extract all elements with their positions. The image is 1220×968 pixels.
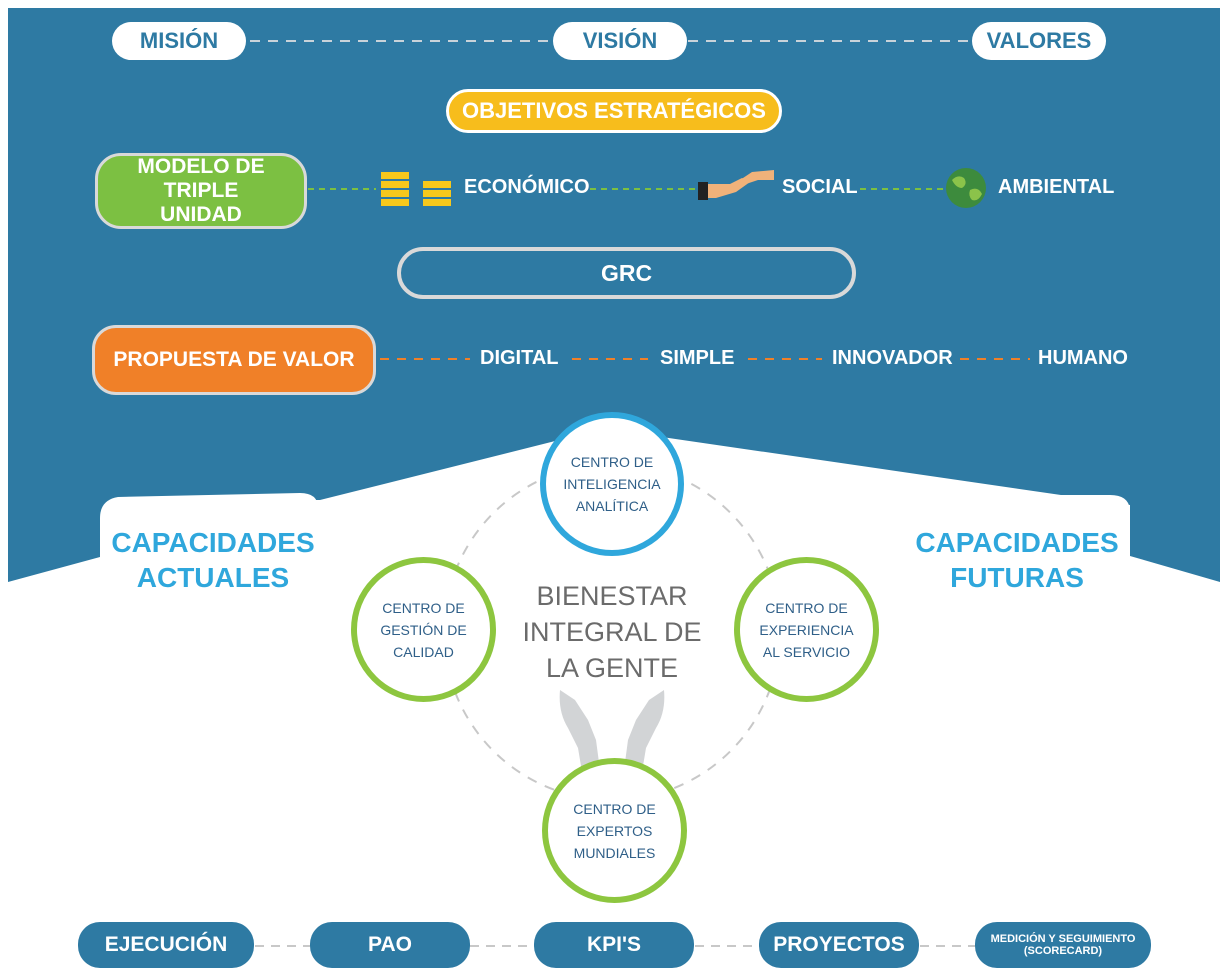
mision-pill: MISIÓN bbox=[112, 22, 246, 60]
valores-pill: VALORES bbox=[972, 22, 1106, 60]
vision-pill: VISIÓN bbox=[553, 22, 687, 60]
modelo-triple-unidad-label: MODELO DE TRIPLE UNIDAD bbox=[137, 155, 265, 226]
pao-pill: PAO bbox=[310, 922, 470, 968]
propuesta-item-simple: SIMPLE bbox=[660, 347, 735, 369]
social-label: SOCIAL bbox=[782, 176, 858, 198]
economico-label: ECONÓMICO bbox=[464, 176, 590, 198]
medicion-seguimiento-pill: MEDICIÓN Y SEGUIMIENTO (SCORECARD) bbox=[975, 922, 1151, 968]
grc-pill: GRC bbox=[397, 247, 856, 299]
centro-experiencia-servicio: CENTRO DE EXPERIENCIA AL SERVICIO bbox=[734, 557, 879, 702]
propuesta-item-humano: HUMANO bbox=[1038, 347, 1128, 369]
centro-inteligencia-analitica: CENTRO DE INTELIGENCIA ANALÍTICA bbox=[540, 412, 684, 556]
centro-expertos-mundiales-label: CENTRO DE EXPERTOS MUNDIALES bbox=[573, 800, 656, 861]
proyectos-pill: PROYECTOS bbox=[759, 922, 919, 968]
centro-experiencia-servicio-label: CENTRO DE EXPERIENCIA AL SERVICIO bbox=[759, 599, 854, 660]
centro-expertos-mundiales: CENTRO DE EXPERTOS MUNDIALES bbox=[542, 758, 687, 903]
globe-icon bbox=[946, 168, 986, 208]
centro-inteligencia-analitica-label: CENTRO DE INTELIGENCIA ANALÍTICA bbox=[563, 454, 661, 514]
ejecucion-pill: EJECUCIÓN bbox=[78, 922, 254, 968]
objetivos-estrategicos-pill: OBJETIVOS ESTRATÉGICOS bbox=[446, 89, 782, 133]
propuesta-item-digital: DIGITAL bbox=[480, 347, 559, 369]
bienestar-integral-label: BIENESTAR INTEGRAL DE LA GENTE bbox=[522, 581, 702, 683]
ambiental-label: AMBIENTAL bbox=[998, 176, 1115, 198]
handshake-icon bbox=[698, 170, 774, 200]
capacidades-actuales-label: CAPACIDADES ACTUALES bbox=[111, 527, 315, 593]
propuesta-de-valor-pill: PROPUESTA DE VALOR bbox=[92, 325, 376, 395]
modelo-triple-unidad-pill: MODELO DE TRIPLE UNIDAD bbox=[95, 153, 307, 229]
centro-gestion-calidad-label: CENTRO DE GESTIÓN DE CALIDAD bbox=[380, 599, 467, 660]
coins-icon bbox=[381, 172, 451, 206]
hands-icon bbox=[559, 690, 665, 772]
capacidades-futuras-label: CAPACIDADES FUTURAS bbox=[915, 527, 1119, 593]
centro-gestion-calidad: CENTRO DE GESTIÓN DE CALIDAD bbox=[351, 557, 496, 702]
kpis-pill: KPI'S bbox=[534, 922, 694, 968]
propuesta-item-innovador: INNOVADOR bbox=[832, 347, 953, 369]
